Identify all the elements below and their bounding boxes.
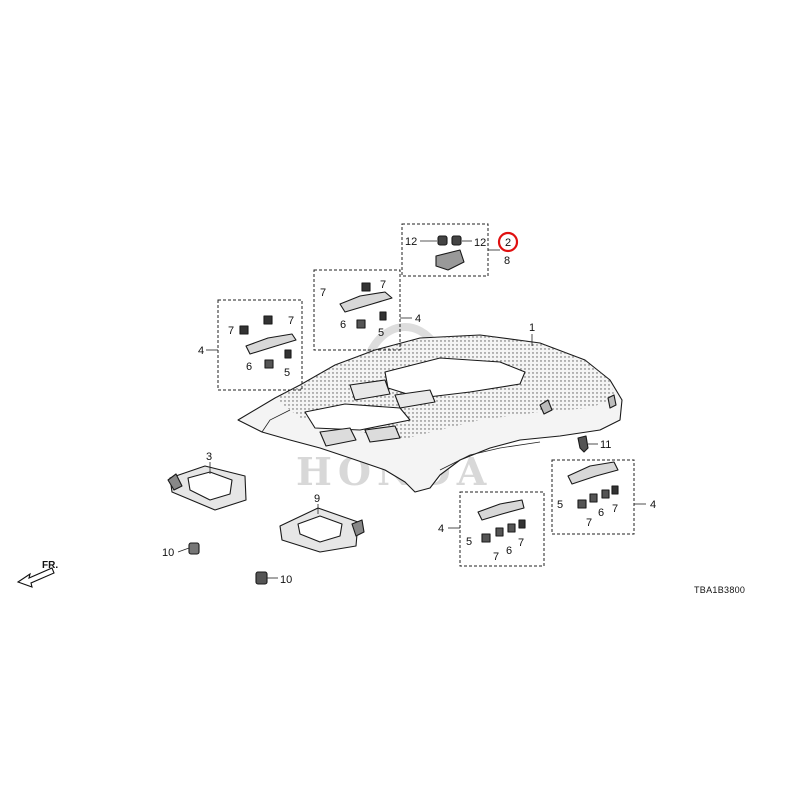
callout-9: 9: [314, 493, 320, 505]
callout-1: 1: [529, 322, 535, 334]
callout-10-b: 10: [280, 574, 292, 586]
callout-7-f: 7: [518, 537, 524, 549]
grab-handle-upper: [339, 282, 393, 329]
group-box-grab-handle-right: [551, 459, 635, 535]
clip-part-11: [577, 435, 589, 453]
callouts: 1 2 3 4 4 4 4 5 5 5 5 6 6 6 6 7 7 7 7 7 …: [162, 236, 656, 586]
callout-5-d: 5: [557, 499, 563, 511]
sun-visor-part-9: [279, 507, 365, 553]
callout-5-c: 5: [466, 536, 472, 548]
grab-handle-left: [239, 315, 297, 369]
leader-10a: [177, 547, 190, 553]
callout-7-d: 7: [380, 279, 386, 291]
callout-11: 11: [600, 439, 611, 451]
clip-part-10-a: [188, 542, 200, 555]
callout-4-upper: 4: [415, 313, 421, 325]
callout-7-e: 7: [493, 551, 499, 563]
grab-handle-right: [567, 461, 619, 509]
callout-6-d: 6: [598, 507, 604, 519]
callout-2: 2: [505, 237, 511, 249]
front-direction-indicator: FR.: [16, 560, 58, 588]
callout-8: 8: [504, 255, 510, 267]
callout-7-h: 7: [612, 503, 618, 515]
callout-4-lower: 4: [438, 523, 444, 535]
callout-7-g: 7: [586, 517, 592, 529]
front-direction-label: FR.: [42, 560, 58, 571]
diagram-code: TBA1B3800: [694, 585, 745, 595]
group-box-grab-handle-upper: [313, 269, 401, 351]
sun-visor-part-3: [167, 465, 247, 511]
callout-5-a: 5: [284, 367, 290, 379]
group-box-grab-handle-left: [217, 299, 303, 391]
highlight-circle-part-2: [497, 231, 519, 253]
clip-part-10-b: [255, 571, 268, 585]
callout-7-b: 7: [288, 315, 294, 327]
part-12-clips: [435, 235, 465, 271]
callout-7-c: 7: [320, 287, 326, 299]
callout-4-right: 4: [650, 499, 656, 511]
grab-handle-lower: [477, 499, 526, 543]
group-box-grab-handle-lower: [459, 491, 545, 567]
callout-6-b: 6: [340, 319, 346, 331]
callout-10-a: 10: [162, 547, 174, 559]
callout-7-a: 7: [228, 325, 234, 337]
callout-12-a: 12: [405, 236, 417, 248]
callout-4-left: 4: [198, 345, 204, 357]
callout-3: 3: [206, 451, 212, 463]
callout-6-c: 6: [506, 545, 512, 557]
callout-12-b: 12: [474, 237, 486, 249]
headliner-part-1: [237, 334, 623, 493]
callout-5-b: 5: [378, 327, 384, 339]
front-arrow-icon: [16, 567, 55, 588]
callout-6-a: 6: [246, 361, 252, 373]
